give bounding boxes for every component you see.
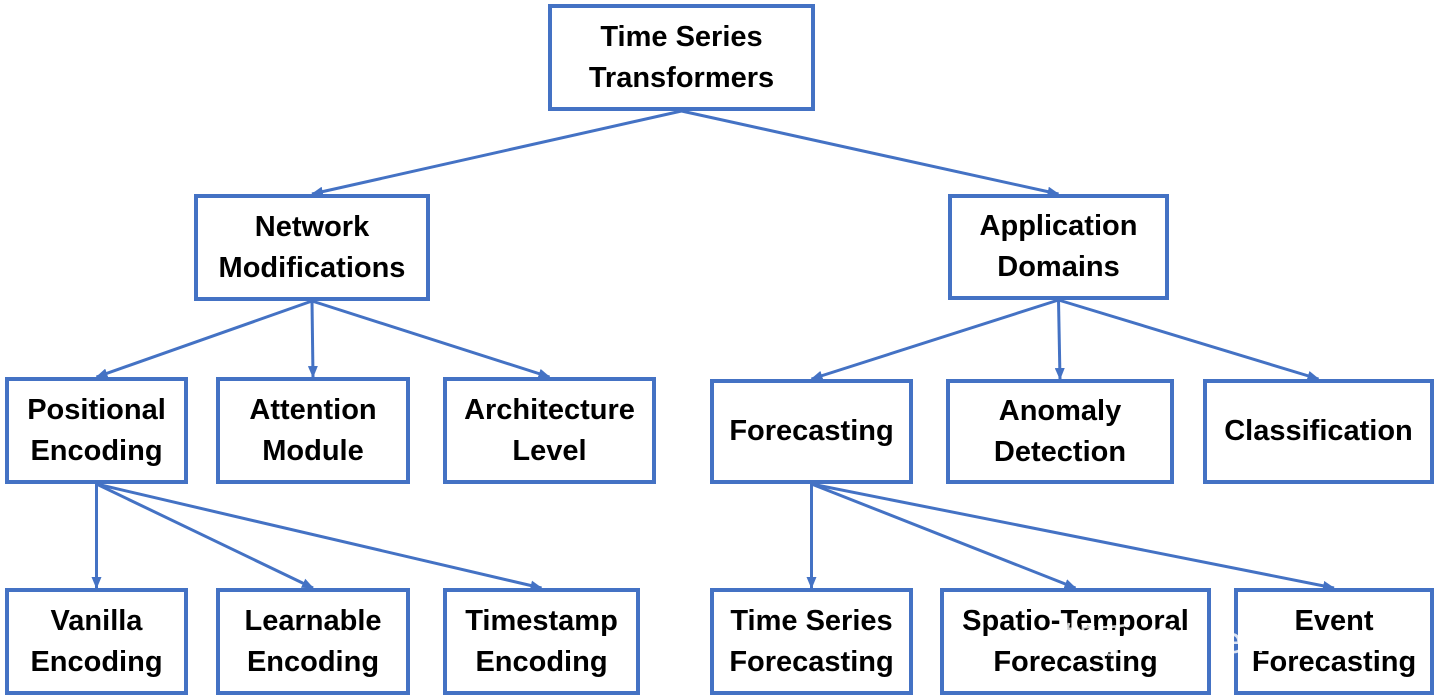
- node-event-forecasting: Event Forecasting: [1234, 588, 1434, 695]
- node-anomaly-detection: Anomaly Detection: [946, 379, 1174, 484]
- edge-application-domains-to-classification: [1058, 298, 1320, 381]
- node-application-domains: Application Domains: [948, 194, 1169, 300]
- node-time-series-transformers: Time Series Transformers: [548, 4, 815, 111]
- node-architecture-level: Architecture Level: [443, 377, 656, 484]
- node-network-modifications: Network Modifications: [194, 194, 430, 301]
- edge-forecasting-to-event-forecasting: [811, 482, 1335, 591]
- edge-network-modifications-to-architecture-level: [311, 299, 551, 379]
- node-attention-module: Attention Module: [216, 377, 410, 484]
- node-timestamp-encoding: Timestamp Encoding: [443, 588, 640, 695]
- node-positional-encoding: Positional Encoding: [5, 377, 188, 484]
- edge-application-domains-to-forecasting: [810, 298, 1059, 381]
- edge-root-to-application-domains: [681, 109, 1060, 197]
- edge-application-domains-to-anomaly-detection: [1054, 299, 1065, 380]
- node-time-series-forecasting: Time Series Forecasting: [710, 588, 913, 695]
- node-forecasting: Forecasting: [710, 379, 913, 484]
- edge-network-modifications-to-positional-encoding: [95, 299, 313, 379]
- edge-root-to-network-modifications: [311, 109, 682, 197]
- node-classification: Classification: [1203, 379, 1434, 484]
- node-vanilla-encoding: Vanilla Encoding: [5, 588, 188, 695]
- node-spatio-temporal-forecasting: Spatio-Temporal Forecasting: [940, 588, 1211, 695]
- edge-positional-encoding-to-timestamp-encoding: [96, 482, 543, 591]
- edge-forecasting-to-spatio-temporal-forecasting: [810, 482, 1077, 590]
- node-learnable-encoding: Learnable Encoding: [216, 588, 410, 695]
- edge-network-modifications-to-attention-module: [307, 300, 318, 378]
- edge-positional-encoding-to-learnable-encoding: [95, 482, 314, 590]
